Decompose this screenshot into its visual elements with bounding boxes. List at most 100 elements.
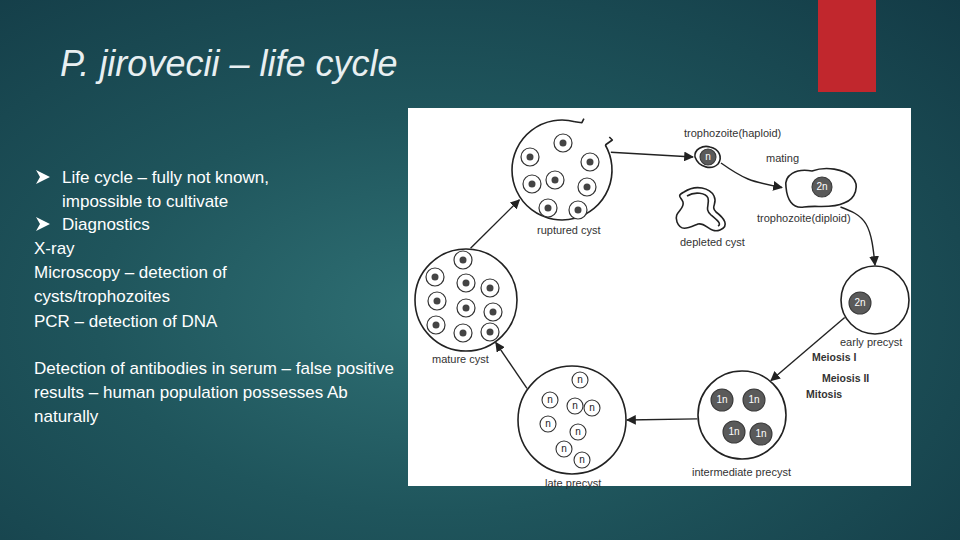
node-shape xyxy=(414,248,518,352)
node-shape xyxy=(510,118,614,222)
spore-cell xyxy=(539,199,557,217)
division-label: Meiosis I xyxy=(812,351,856,364)
spore-cell xyxy=(427,316,445,334)
cyst-outline xyxy=(841,266,909,334)
stage-label: mature cyst xyxy=(432,353,489,366)
ploidy-label: 1n xyxy=(746,427,776,441)
ploidy-label: n xyxy=(560,399,590,413)
spore-nucleus xyxy=(584,184,591,191)
spore-nucleus xyxy=(487,329,494,336)
ploidy-label: 2n xyxy=(807,180,837,194)
node-shape xyxy=(517,365,627,475)
spore-nucleus xyxy=(587,159,594,166)
spore-nucleus xyxy=(433,322,440,329)
spore-cell xyxy=(546,171,564,189)
ploidy-label: n xyxy=(577,401,607,415)
cell-outline xyxy=(575,119,584,123)
cycle-arrow xyxy=(627,419,697,420)
spore-nucleus xyxy=(560,140,567,147)
bullet-arrow xyxy=(36,217,50,231)
cycle-arrow xyxy=(771,318,845,381)
late-precyst: late precystnnnnnnnn xyxy=(517,365,627,475)
spore-cell xyxy=(428,292,446,310)
spore-cell xyxy=(481,323,499,341)
spore-cell xyxy=(454,251,472,269)
bullet-text: Life cycle – fully not known, impossible… xyxy=(62,166,324,214)
depleted-cyst: depleted cyst xyxy=(672,184,730,232)
haploid-trophozoite: trophozoite(haploid)n xyxy=(693,145,723,169)
spore-nucleus xyxy=(487,285,494,292)
stage-label: trophozoite(haploid) xyxy=(684,127,781,140)
figure-panel xyxy=(408,108,911,486)
spore-cell xyxy=(569,201,587,219)
spore-cell xyxy=(521,148,539,166)
bullet-arrow xyxy=(36,170,50,184)
cell-outline xyxy=(687,193,719,226)
cell-outline xyxy=(786,169,856,208)
spore-nucleus xyxy=(463,280,470,287)
body-text: Detection of antibodies in serum – false… xyxy=(34,357,396,429)
cell-outline xyxy=(676,188,725,231)
cell-outline xyxy=(512,120,612,220)
spore-cell xyxy=(426,268,444,286)
stage-label: intermediate precyst xyxy=(692,466,791,479)
spore-nucleus xyxy=(434,298,441,305)
spore-cell xyxy=(523,175,541,193)
early-precyst: early precyst2n xyxy=(840,265,910,335)
spore-cell xyxy=(578,178,596,196)
spore-nucleus xyxy=(432,274,439,281)
cycle-arrow xyxy=(496,343,527,389)
ploidy-label: n xyxy=(567,453,597,467)
ploidy-label: n xyxy=(533,417,563,431)
arrow-label: mating xyxy=(766,152,799,165)
accent-bar xyxy=(818,0,876,92)
stage-label: early precyst xyxy=(840,336,902,349)
spore-cell xyxy=(457,274,475,292)
ploidy-label: n xyxy=(565,373,595,387)
body-text: X-ray xyxy=(34,237,334,261)
ploidy-label: 2n xyxy=(845,296,875,310)
ploidy-label: 1n xyxy=(739,393,769,407)
spore-cell xyxy=(481,279,499,297)
stage-label: depleted cyst xyxy=(680,236,745,249)
stage-label: late precyst xyxy=(545,477,601,490)
spore-nucleus xyxy=(527,154,534,161)
cyst-outline xyxy=(415,249,517,351)
spore-cell xyxy=(554,134,572,152)
cycle-arrow xyxy=(841,207,876,265)
ploidy-label: 1n xyxy=(719,425,749,439)
division-label: Meiosis II xyxy=(822,372,869,385)
spore-nucleus xyxy=(552,177,559,184)
cycle-arrow xyxy=(611,152,693,157)
slide-title: P. jirovecii – life cycle xyxy=(60,44,397,84)
ploidy-label: n xyxy=(535,393,565,407)
spore-nucleus xyxy=(529,181,536,188)
cyst-outline xyxy=(698,371,786,459)
cyst-outline xyxy=(518,366,626,474)
spore-nucleus xyxy=(460,257,467,264)
spore-nucleus xyxy=(463,305,470,312)
node-shape xyxy=(840,265,910,335)
spore-cell xyxy=(484,303,502,321)
intermediate-precyst: intermediate precyst1n1n1n1n xyxy=(697,370,787,460)
body-text: PCR – detection of DNA xyxy=(34,310,334,334)
body-text: Microscopy – detection of cysts/trophozo… xyxy=(34,261,284,309)
ploidy-label: 1n xyxy=(707,393,737,407)
bullet-text: Diagnostics xyxy=(62,213,324,237)
cell-outline xyxy=(605,137,612,145)
ruptured-cyst: ruptured cyst xyxy=(510,118,614,222)
stage-label: ruptured cyst xyxy=(537,224,601,237)
stage-label: trophozoite(diploid) xyxy=(757,212,851,225)
diploid-trophozoite: trophozoite(diploid)2n xyxy=(782,165,860,210)
mature-cyst: mature cyst xyxy=(414,248,518,352)
spore-cell xyxy=(454,324,472,342)
spore-nucleus xyxy=(460,330,467,337)
spore-cell xyxy=(457,299,475,317)
division-label: Mitosis xyxy=(806,388,842,401)
spore-cell xyxy=(581,153,599,171)
ploidy-label: n xyxy=(549,442,579,456)
ploidy-label: n xyxy=(563,425,593,439)
cycle-arrow xyxy=(721,163,782,188)
